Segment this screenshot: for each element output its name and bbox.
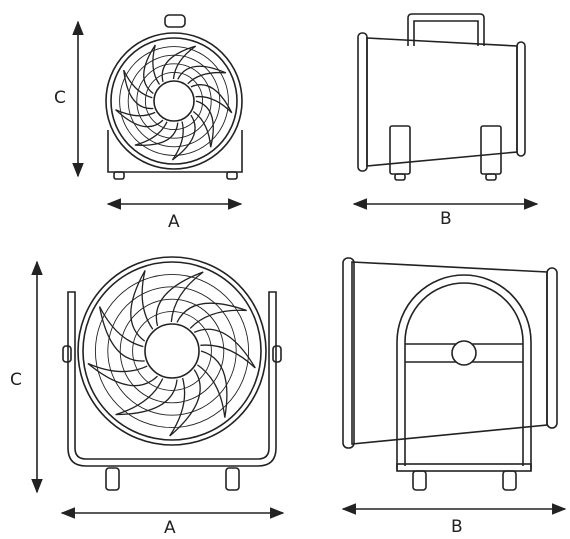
large-fan-inner-ring [82,261,262,441]
large-fan-side-back-ring [546,267,558,429]
large-fan-blade [130,270,154,342]
dim-label-b: B [440,209,452,229]
large-fan-blade [87,362,158,387]
large-fan-dim-b: B [341,503,567,537]
large-fan-blade [193,328,256,369]
small-fan-blade [177,65,227,85]
small-fan-side-foot-left [394,173,406,181]
small-fan-blade [134,121,179,146]
large-fan-blade [197,350,228,418]
small-fan-blade [190,84,233,114]
large-fan-side-hub [451,340,477,366]
large-fan-blade [155,271,204,327]
small-fan-grille-ring [136,63,212,139]
small-fan-grille [105,32,243,170]
large-fan-outer-ring [77,256,267,446]
large-fan-blade [115,378,178,416]
large-fan-knob-left [62,345,72,363]
large-fan-hub [144,323,200,379]
small-fan-side-leg-left [389,125,411,175]
large-fan-grille-ring [107,286,237,416]
small-fan-grille-ring [144,71,204,131]
small-fan-hub [153,80,195,122]
small-fan-side-view [357,13,526,181]
small-fan-dim-a: A [106,198,243,232]
small-fan-handle [164,14,186,28]
small-fan-side-front-ring [357,32,368,172]
large-fan-grille-ring [94,273,250,429]
large-fan-side-foot-left [412,470,427,491]
large-fan-side-view [342,257,558,491]
small-fan-foot-left [113,171,125,180]
dim-label-c: C [54,88,66,108]
small-fan-blade [192,100,214,148]
large-fan-side-foot-right [502,470,517,491]
dim-label-c-large: C [10,370,22,390]
large-fan-blade [169,369,201,437]
large-fan-grille-ring [132,311,212,391]
small-fan-outer-ring [105,32,243,170]
large-fan-side-body [351,261,548,445]
small-fan-dim-b: B [352,198,539,229]
large-fan-blade [176,302,247,329]
small-fan-side-foot-right [485,173,497,181]
large-fan-dim-c: C [10,260,43,494]
large-fan-side-arch-outer [396,274,532,470]
small-fan-blade [171,114,196,161]
dim-label-a-large: A [164,518,176,538]
small-fan-dim-c: C [54,20,84,178]
small-fan-blade [161,45,197,83]
large-fan-frame [67,291,277,467]
large-fan-side-arch-inner [404,282,524,466]
large-fan-grille-ring [119,298,225,404]
small-fan-side-handle [407,13,485,46]
large-fan-foot-right [225,467,240,491]
small-fan-blade [143,44,161,95]
large-fan-front-view [62,256,282,491]
small-fan-side-leg-right [480,125,502,175]
large-fan-blade [98,306,145,362]
small-fan-inner-ring [110,37,238,165]
small-fan-foot-right [226,171,238,180]
large-fan-knob-right [272,345,282,363]
small-fan-base [107,130,243,173]
small-fan-front-view [105,14,243,180]
dim-label-b-large: B [451,517,463,537]
large-fan-dim-a: A [60,507,285,538]
small-fan-grille-ring [119,46,229,156]
large-fan-side-front-ring [342,257,355,449]
small-fan-side-back-ring [516,41,526,157]
large-fan-grille [77,256,267,446]
small-fan-blade [115,109,164,128]
large-fan-side-base [396,463,532,472]
dim-label-a: A [168,212,180,232]
large-fan-foot-left [105,467,120,491]
small-fan-blade [123,69,154,110]
